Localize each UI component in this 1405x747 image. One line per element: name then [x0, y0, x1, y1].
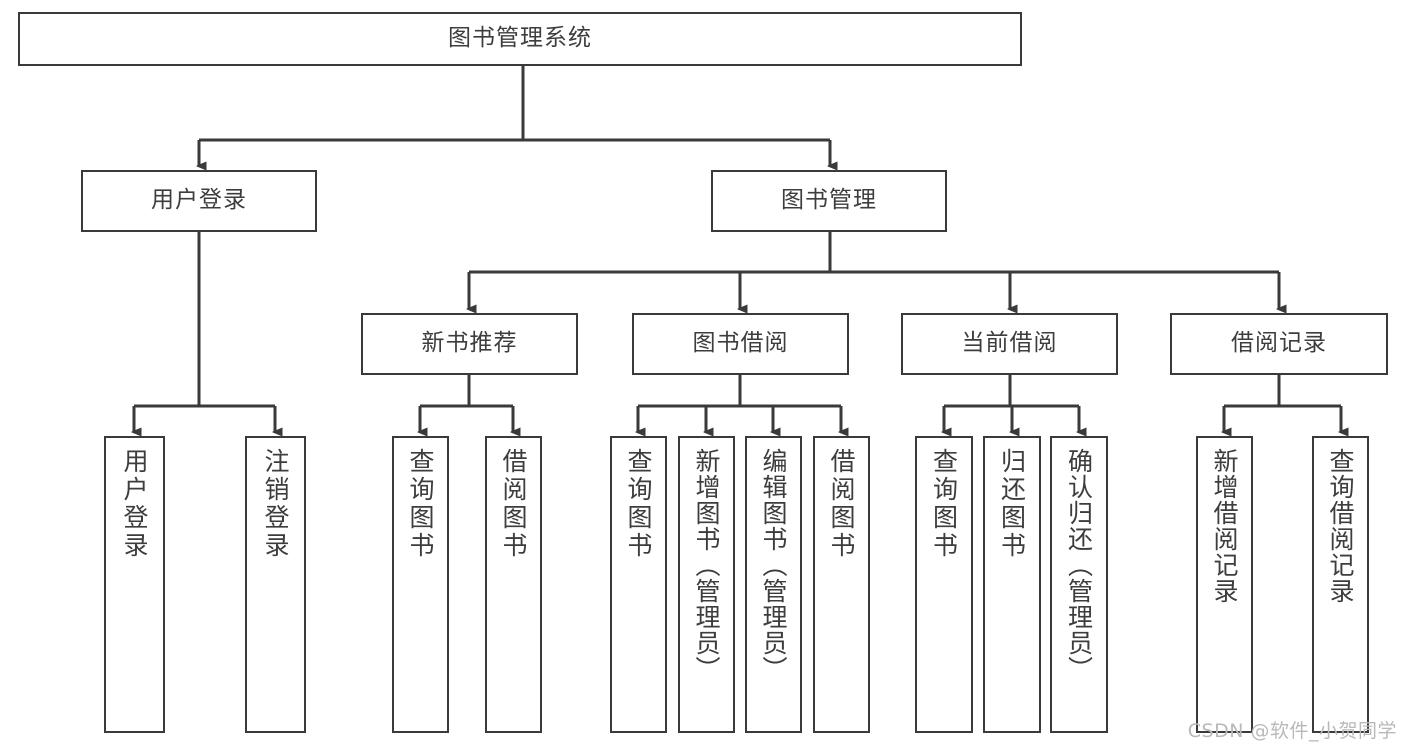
leaf-logout-login[interactable]: 注销登录 — [245, 436, 306, 733]
leaf-borrow-book-recommend[interactable]: 借阅图书 — [485, 436, 542, 733]
leaf-borrow-book[interactable]: 借阅图书 — [813, 436, 870, 733]
leaf-query-book-recommend[interactable]: 查询图书 — [392, 436, 449, 733]
node-label: 用户登录 — [151, 187, 247, 214]
node-label: 借阅图书 — [827, 448, 856, 560]
leaf-confirm-return[interactable]: 确认归还（管理员） — [1050, 436, 1108, 733]
node-label: 当前借阅 — [961, 330, 1058, 357]
node-book-borrow[interactable]: 图书借阅 — [632, 313, 849, 375]
node-label: 查询借阅记录 — [1326, 448, 1355, 604]
node-label: 图书管理 — [781, 187, 877, 214]
node-borrow-record[interactable]: 借阅记录 — [1170, 313, 1388, 375]
node-label: 注销登录 — [261, 448, 290, 560]
node-label: 借阅记录 — [1231, 330, 1327, 357]
node-label: 归还图书 — [997, 448, 1027, 560]
leaf-query-borrow-record[interactable]: 查询借阅记录 — [1312, 436, 1369, 733]
node-label: 用户登录 — [120, 448, 149, 560]
node-label: 新增图书（管理员） — [692, 448, 721, 682]
leaf-user-login[interactable]: 用户登录 — [104, 436, 165, 733]
node-user-login[interactable]: 用户登录 — [81, 170, 317, 232]
node-label: 新书推荐 — [421, 330, 518, 357]
leaf-query-book-current[interactable]: 查询图书 — [915, 436, 973, 733]
node-label: 查询图书 — [624, 448, 653, 560]
node-label: 查询图书 — [929, 448, 959, 560]
leaf-query-book-borrow[interactable]: 查询图书 — [610, 436, 667, 733]
node-label: 编辑图书（管理员） — [759, 448, 788, 682]
node-label: 新增借阅记录 — [1210, 448, 1239, 604]
node-label: 借阅图书 — [499, 448, 528, 560]
node-label: 确认归还（管理员） — [1064, 448, 1094, 682]
node-book-manage[interactable]: 图书管理 — [711, 170, 947, 232]
leaf-add-borrow-record[interactable]: 新增借阅记录 — [1196, 436, 1253, 733]
leaf-edit-book[interactable]: 编辑图书（管理员） — [745, 436, 802, 733]
node-label: 图书借阅 — [692, 330, 789, 357]
leaf-return-book[interactable]: 归还图书 — [983, 436, 1041, 733]
node-label: 查询图书 — [406, 448, 435, 560]
node-root-system[interactable]: 图书管理系统 — [18, 12, 1022, 66]
node-new-book-recommend[interactable]: 新书推荐 — [361, 313, 578, 375]
leaf-add-book[interactable]: 新增图书（管理员） — [678, 436, 735, 733]
node-label: 图书管理系统 — [448, 25, 592, 52]
node-current-borrow[interactable]: 当前借阅 — [901, 313, 1118, 375]
